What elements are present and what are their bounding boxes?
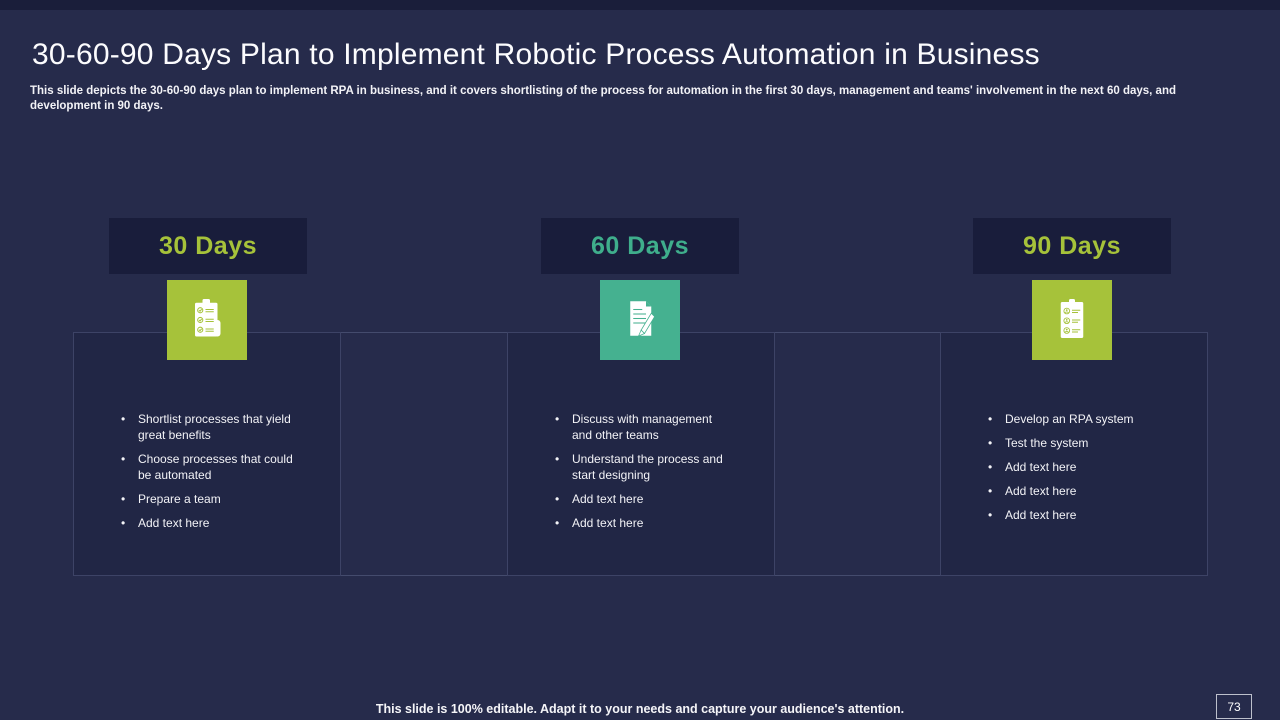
document-pen-icon (600, 280, 680, 360)
bullet-item: Choose processes that could be automated (120, 451, 300, 483)
slide-subtitle: This slide depicts the 30-60-90 days pla… (30, 84, 1176, 113)
bullet-item: Add text here (987, 483, 1167, 499)
column-header-90-days: 90 Days (973, 218, 1171, 274)
slide-footer-note: This slide is 100% editable. Adapt it to… (375, 702, 905, 716)
bullet-item: Add text here (987, 507, 1167, 523)
bullet-item: Add text here (554, 491, 734, 507)
checklist-clipboard-glyph (195, 299, 221, 337)
checklist-clipboard-icon (167, 280, 247, 360)
card-30-days: Shortlist processes that yield great ben… (73, 332, 341, 576)
column-header-label: 90 Days (1022, 231, 1122, 260)
bullet-item: Add text here (120, 515, 300, 531)
bullet-list-30-days: Shortlist processes that yield great ben… (74, 333, 340, 531)
column-header-30-days: 30 Days (109, 218, 307, 274)
column-header-label: 60 Days (590, 231, 690, 260)
bullet-item: Add text here (987, 459, 1167, 475)
bullet-list-60-days: Discuss with management and other teams … (508, 333, 774, 531)
column-header-label: 30 Days (158, 231, 258, 260)
document-pen-glyph (630, 301, 656, 337)
bullet-list-90-days: Develop an RPA system Test the system Ad… (941, 333, 1207, 523)
bullet-item: Shortlist processes that yield great ben… (120, 411, 300, 443)
bullet-item: Understand the process and start designi… (554, 451, 734, 483)
card-60-days: Discuss with management and other teams … (507, 332, 775, 576)
bullet-item: Prepare a team (120, 491, 300, 507)
top-accent-bar (0, 0, 1280, 10)
column-header-60-days: 60 Days (541, 218, 739, 274)
slide-title: 30-60-90 Days Plan to Implement Robotic … (32, 38, 1040, 72)
team-checklist-clipboard-glyph (1060, 299, 1084, 338)
page-number: 73 (1227, 699, 1241, 714)
page-number-badge: 73 (1216, 694, 1252, 719)
bullet-item: Test the system (987, 435, 1167, 451)
bullet-item: Discuss with management and other teams (554, 411, 734, 443)
card-90-days: Develop an RPA system Test the system Ad… (940, 332, 1208, 576)
bullet-item: Develop an RPA system (987, 411, 1167, 427)
bullet-item: Add text here (554, 515, 734, 531)
team-checklist-clipboard-icon (1032, 280, 1112, 360)
